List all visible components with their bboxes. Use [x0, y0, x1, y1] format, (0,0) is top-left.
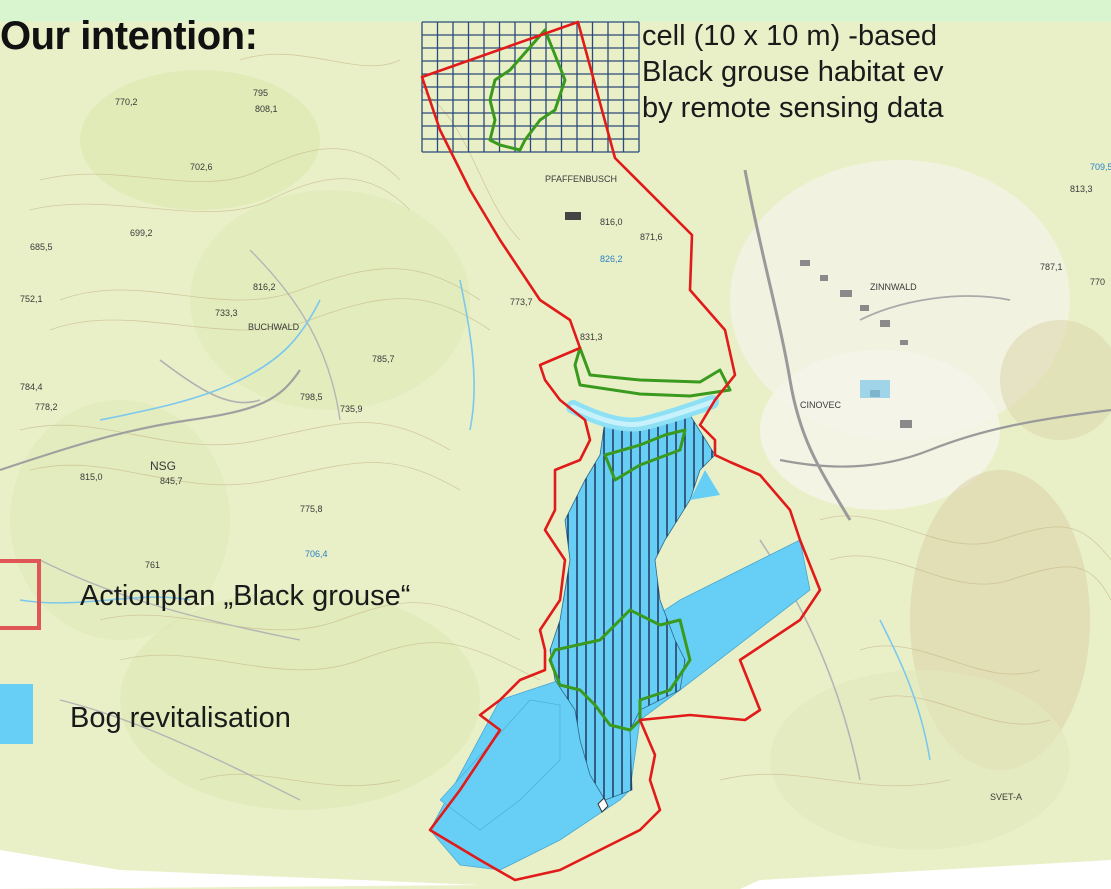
map-label: 778,2: [35, 402, 58, 412]
intention-line-3: by remote sensing data: [642, 92, 944, 124]
contour-lines: [19, 53, 1111, 787]
bog-revitalisation-areas: [429, 414, 811, 871]
map-label: 831,3: [580, 332, 603, 342]
nsg-boundaries-green: [488, 28, 732, 732]
page-title: Our intention:: [0, 14, 258, 58]
map-label: PFAFFENBUSCH: [545, 174, 617, 184]
actionplan-boundary-red: [420, 20, 822, 882]
map-label: 752,1: [20, 294, 43, 304]
map-label: 784,4: [20, 382, 43, 392]
roads: [0, 169, 1111, 801]
map-label-layer: PFAFFENBUSCH BUCHWALD NSG ZINNWALD CINOV…: [20, 88, 1111, 802]
map-label: 702,6: [190, 162, 213, 172]
map-label: 787,1: [1040, 262, 1063, 272]
map-label: 770,2: [115, 97, 138, 107]
legend-bog-label: Bog revitalisation: [70, 702, 291, 734]
map-label: 845,7: [160, 476, 183, 486]
map-label: 816,0: [600, 217, 623, 227]
map-label: 798,5: [300, 392, 323, 402]
map-label: NSG: [150, 459, 176, 473]
legend-actionplan-swatch: [0, 559, 41, 630]
map-label: 871,6: [640, 232, 663, 242]
map-label: 770: [1090, 277, 1105, 287]
terrain-patches: [10, 70, 1111, 850]
intention-line-2: Black grouse habitat ev: [642, 56, 944, 88]
map-label: BUCHWALD: [248, 322, 300, 332]
legend-actionplan-label: Actionplan „Black grouse“: [80, 580, 411, 612]
village-zinnwald: [565, 212, 912, 428]
map-label: 816,2: [253, 282, 276, 292]
cell-grid: [421, 21, 640, 153]
streams: [19, 279, 931, 761]
top-band: [0, 0, 1111, 22]
map-label: 709,5: [1090, 162, 1111, 172]
map-label: SVET-A: [990, 792, 1022, 802]
map-label: 785,7: [372, 354, 395, 364]
intention-line-1: cell (10 x 10 m) -based: [642, 20, 937, 52]
map-label: CINOVEC: [800, 400, 842, 410]
map-label: 815,0: [80, 472, 103, 482]
map-label: 761: [145, 560, 160, 570]
map-label: 733,3: [215, 308, 238, 318]
map-label: ZINNWALD: [870, 282, 917, 292]
map-label: 735,9: [340, 404, 363, 414]
map-label: 795: [253, 88, 268, 98]
map-label: 685,5: [30, 242, 53, 252]
map-label: 813,3: [1070, 184, 1093, 194]
legend-bog-swatch: [0, 684, 33, 744]
map-label: 775,8: [300, 504, 323, 514]
map-label: 808,1: [255, 104, 278, 114]
intention-text: cell (10 x 10 m) -based Black grouse hab…: [642, 18, 943, 126]
map-label: 773,7: [510, 297, 533, 307]
map-label: 706,4: [305, 549, 328, 559]
map-label: 826,2: [600, 254, 623, 264]
map-label: 699,2: [130, 228, 153, 238]
